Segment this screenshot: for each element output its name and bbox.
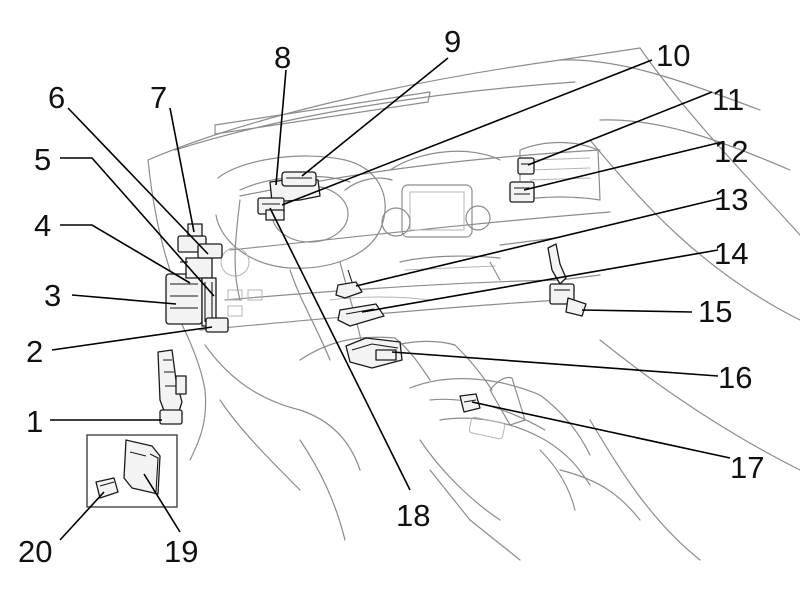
callout-15: 15 [698,294,732,329]
callout-labels: 1 2 3 4 5 6 7 8 9 10 11 12 13 14 15 16 1… [18,24,764,569]
leader-4 [60,224,191,284]
component-15 [547,243,587,317]
callout-11: 11 [712,82,744,117]
component-20 [95,477,119,499]
callout-1: 1 [26,404,43,439]
leader-18 [269,207,411,491]
leader-8 [275,69,287,186]
component-12 [509,181,535,203]
callout-19: 19 [164,534,198,569]
callout-8: 8 [274,40,291,75]
leader-9 [301,57,449,177]
leader-14 [361,249,719,313]
interior-sketch [147,47,800,561]
callout-12: 12 [714,134,748,169]
callout-16: 16 [718,360,752,395]
leader-19 [143,473,181,533]
component-16 [345,337,403,369]
component-8-10-18 [257,171,321,221]
components [157,157,587,425]
component-19 [123,439,161,495]
callout-14: 14 [714,236,748,271]
inset-panel [86,434,178,508]
callout-4: 4 [34,208,51,243]
callout-3: 3 [44,278,61,313]
leader-11 [527,91,713,166]
leader-20 [59,491,105,541]
component-14 [337,303,385,327]
callout-5: 5 [34,142,51,177]
component-2-7 [165,223,229,333]
leader-13 [355,197,723,287]
component-1 [157,349,187,425]
callout-17: 17 [730,450,764,485]
callout-9: 9 [444,24,461,59]
callout-13: 13 [714,182,748,217]
leader-17 [471,401,731,459]
callout-18: 18 [396,498,430,533]
callout-20: 20 [18,534,52,569]
callout-6: 6 [48,80,65,115]
inset-frame [86,434,178,508]
component-17 [459,393,481,413]
leader-3 [71,294,177,305]
leader-lines [50,57,731,541]
leader-15 [581,309,693,313]
leader-5 [60,157,215,297]
leader-12 [523,141,723,191]
callout-2: 2 [26,334,43,369]
callout-10: 10 [656,38,690,73]
leader-2 [51,326,213,351]
leader-10 [281,59,653,206]
component-11 [517,157,535,175]
leader-16 [391,351,719,377]
leader-6 [67,107,209,255]
component-13 [335,269,363,299]
leader-7 [169,107,195,233]
callout-7: 7 [150,80,167,115]
